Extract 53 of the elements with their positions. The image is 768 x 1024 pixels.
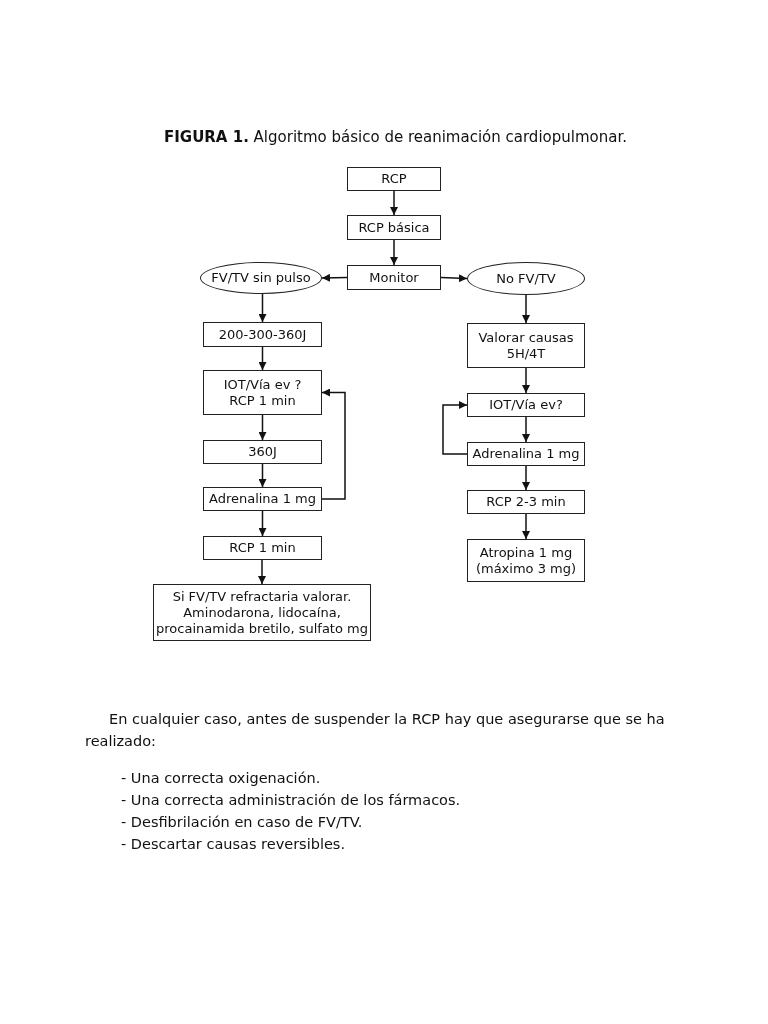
process-box [203,487,322,511]
figure-title: FIGURA 1. Algoritmo básico de reanimación cardiopulmonar. [164,128,627,146]
arrow [522,513,530,540]
arrow [442,401,468,455]
process-box [467,490,585,514]
process-box [467,323,585,368]
arrow [258,463,267,488]
arrow [258,346,267,371]
node-text: Monitor [369,269,419,286]
arrow [390,190,398,216]
node-text: RCP 1 min [229,392,296,409]
arrow [258,559,266,585]
arrow [522,465,530,491]
node-text: RCP [381,171,407,187]
process-box [467,442,585,466]
process-box [347,265,441,290]
arrow [258,293,267,323]
node-text: RCP 1 min [229,540,296,556]
arrow [440,274,468,283]
node-text: Adrenalina 1 mg [472,446,580,462]
process-box [203,322,322,347]
node-text: RCP 2-3 min [486,494,566,510]
node-text: RCP básica [358,219,430,236]
node-text: Adrenalina 1 mg [208,491,317,507]
list-item: - Una correcta oxigenación. [121,769,321,788]
arrow [258,510,267,537]
arrow [321,273,348,282]
node-text: Valorar causas 5H/4T [477,329,575,362]
arrow [321,388,346,500]
process-box [467,393,585,417]
arrow [390,239,398,266]
node-text: Si FV/TV refractaria valorar. Aminodarona, lidocaína, procainamida bretilo, sulfato mg [155,588,369,637]
process-box [203,370,322,415]
list-item: - Desfibrilación en caso de FV/TV. [121,813,363,832]
process-box [347,167,441,191]
node-text: 200-300-360J [218,326,307,343]
node-text: IOT/Vía ev ? [223,376,302,393]
node-text: IOT/Vía ev? [489,397,563,413]
list-item: - Descartar causas reversibles. [121,835,346,854]
arrow [522,294,530,324]
arrow [258,414,267,441]
process-box [203,536,322,560]
process-box [347,215,441,240]
process-box [203,440,322,464]
node-text: FV/TV sin pulso [211,270,311,286]
arrow [522,416,530,443]
paragraph: En cualquier caso, antes de suspender la RCP hay que asegurarse que se ha realizado: [85,710,666,751]
node-text: Atropina 1 mg (máximo 3 mg) [474,544,578,577]
arrow [522,367,530,394]
list-item: - Una correcta administración de los fármacos. [121,791,461,810]
process-box [467,539,585,582]
node-text: 360J [248,444,277,460]
node-text: No FV/TV [496,270,556,287]
